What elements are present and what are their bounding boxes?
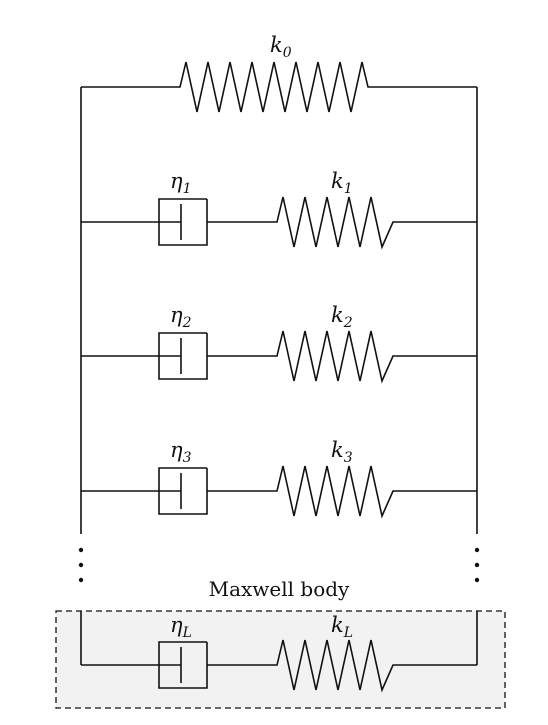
label-kL: kL [331,613,353,641]
spring-k0 [81,61,477,113]
left-ellipsis [78,547,84,583]
label-etaL: ηL [170,613,192,641]
branch-L [81,639,477,693]
label-k1: k1 [331,169,353,197]
label-k3: k3 [331,438,353,466]
label-k0: k0 [270,33,292,61]
branch-3 [81,465,477,519]
branch-1 [81,196,477,250]
right-ellipsis [474,547,480,583]
maxwell-body-label: Maxwell body [209,577,350,601]
label-eta1: η1 [170,169,192,197]
maxwell-body-box [55,610,506,709]
label-eta2: η2 [170,303,192,331]
label-eta3: η3 [170,438,192,466]
label-k2: k2 [331,303,353,331]
branch-2 [81,330,477,384]
